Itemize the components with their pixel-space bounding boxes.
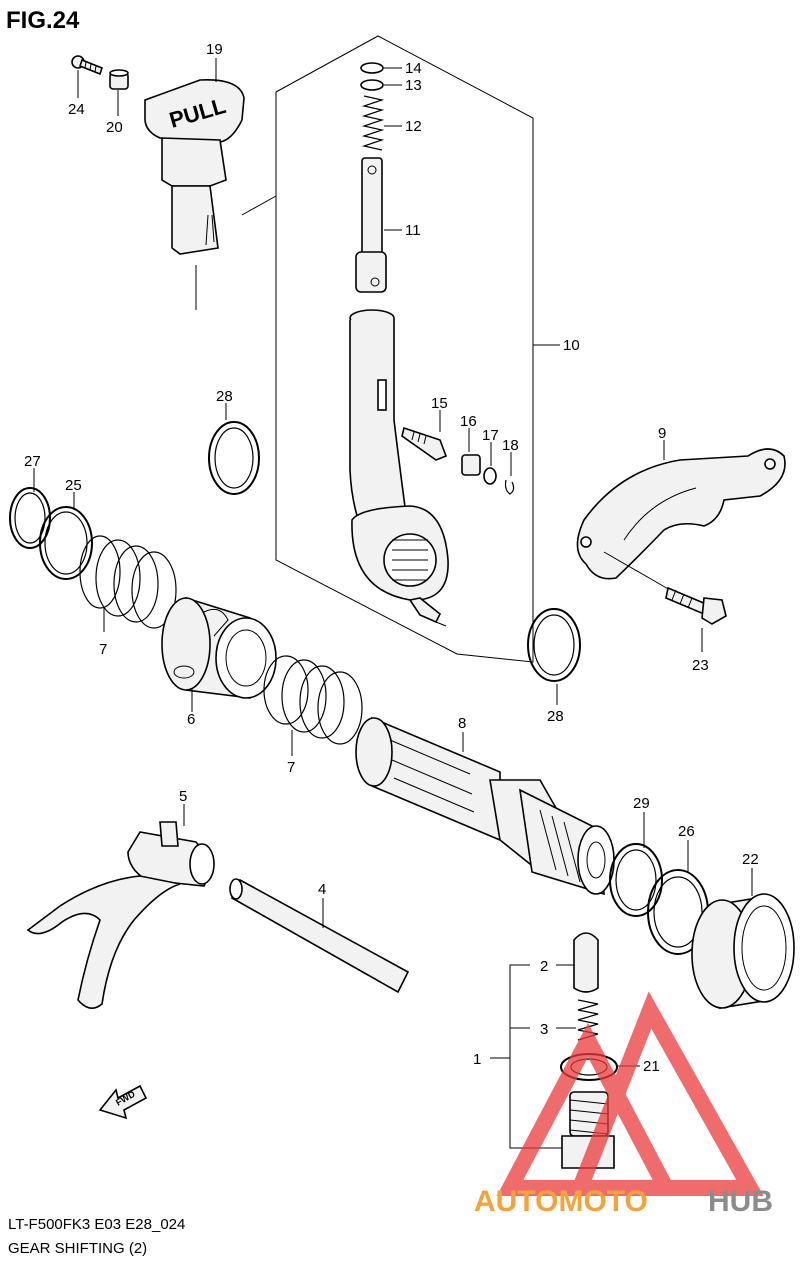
callout-25: 25 xyxy=(65,477,82,494)
callout-16: 16 xyxy=(460,413,477,430)
part-20-collar xyxy=(109,69,129,90)
callout-22: 22 xyxy=(742,851,759,868)
callout-23: 23 xyxy=(692,657,709,674)
dash-line xyxy=(241,195,277,216)
part-28-circlip-lower xyxy=(527,608,581,682)
callout-7-right: 7 xyxy=(287,759,295,776)
callout-29: 29 xyxy=(633,795,650,812)
part-8-shaft xyxy=(355,716,615,896)
callout-8: 8 xyxy=(458,715,466,732)
part-9-bracket xyxy=(576,448,786,580)
part-27-circlip xyxy=(9,487,51,549)
part-4-rod xyxy=(229,878,410,994)
part-7-spring-left xyxy=(79,535,177,629)
part-5-shift-fork xyxy=(26,821,215,1009)
watermark-text-1: AUTOMOTO xyxy=(474,1185,648,1218)
callout-21: 21 xyxy=(643,1058,660,1075)
part-10-lever-body xyxy=(349,309,449,627)
callout-9: 9 xyxy=(658,425,666,442)
watermark-logo xyxy=(496,991,764,1196)
part-2-pin xyxy=(573,932,599,993)
part-29-circlip xyxy=(609,843,663,917)
part-17-washer xyxy=(483,467,497,485)
callout-4: 4 xyxy=(318,881,326,898)
part-12-spring xyxy=(361,95,385,151)
part-16-collar xyxy=(461,454,481,476)
callout-12: 12 xyxy=(405,118,422,135)
figure-title: FIG.24 xyxy=(6,7,80,34)
callout-17: 17 xyxy=(482,427,499,444)
callout-15: 15 xyxy=(431,395,448,412)
part-19-knob xyxy=(144,79,245,255)
assembly-10-outline xyxy=(275,35,534,663)
part-23-bolt xyxy=(665,586,727,625)
callout-5: 5 xyxy=(179,788,187,805)
part-28-circlip-upper xyxy=(208,421,260,495)
part-11-rod xyxy=(355,157,387,293)
callout-7-left: 7 xyxy=(99,641,107,658)
part-24-bolt xyxy=(71,55,103,76)
callout-24: 24 xyxy=(68,101,85,118)
callout-1: 1 xyxy=(473,1051,481,1068)
callout-6: 6 xyxy=(187,711,195,728)
part-22-bearing xyxy=(691,893,795,1009)
callout-26: 26 xyxy=(678,823,695,840)
callout-3: 3 xyxy=(540,1021,548,1038)
callout-13: 13 xyxy=(405,77,422,94)
figure-code: LT-F500FK3 E03 E28_024 xyxy=(8,1216,185,1233)
part-25-washer xyxy=(39,506,93,580)
callout-10: 10 xyxy=(563,337,580,354)
watermark-text-2: HUB xyxy=(708,1185,773,1218)
callout-27: 27 xyxy=(24,453,41,470)
callout-14: 14 xyxy=(405,60,422,77)
part-7-spring-right xyxy=(263,655,363,745)
part-6-sleeve xyxy=(161,596,277,699)
callout-11: 11 xyxy=(405,222,421,239)
callout-18: 18 xyxy=(502,437,519,454)
part-13-ring xyxy=(360,79,384,91)
part-15-pin xyxy=(401,426,448,461)
callout-20: 20 xyxy=(106,119,123,136)
part-14-ring xyxy=(360,62,384,74)
part-18-clip xyxy=(504,479,515,495)
callout-28-lower: 28 xyxy=(547,708,564,725)
callout-2: 2 xyxy=(540,958,548,975)
figure-caption: GEAR SHIFTING (2) xyxy=(8,1240,147,1257)
callout-28-upper: 28 xyxy=(216,388,233,405)
callout-19: 19 xyxy=(206,41,223,58)
fwd-arrow-icon xyxy=(98,1084,148,1120)
